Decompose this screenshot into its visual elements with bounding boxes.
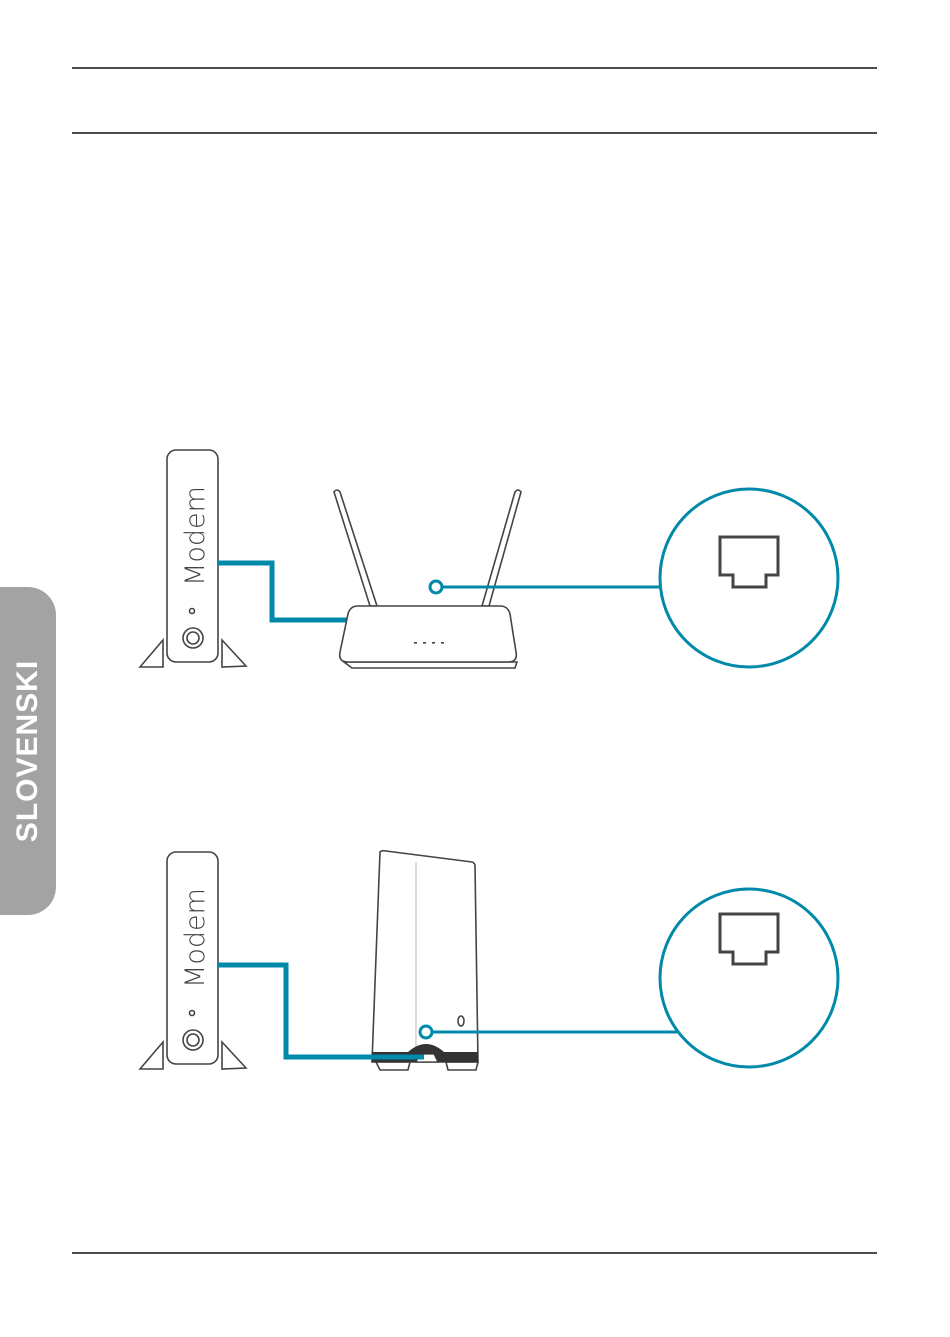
tower-router-icon [371,849,480,1071]
callout-point [428,579,444,595]
ethernet-cable [218,962,424,1060]
modem-icon: Modem [138,449,248,668]
callout-point [418,1024,434,1040]
callout-bubble [658,887,840,1069]
language-tab: SLOVENSKI [0,587,56,915]
modem-label: Modem [180,888,211,988]
ethernet-port-icon [718,535,780,589]
header-rule-top [72,67,877,69]
callout-bubble [658,487,840,669]
modem-label: Modem [180,486,211,586]
modem-icon: Modem [138,851,248,1070]
footer-rule [72,1252,877,1254]
ethernet-port-icon [718,912,780,966]
header-rule-bottom [72,132,877,134]
router-icon [333,489,522,669]
diagram-modem-to-router: Modem [138,449,840,669]
ethernet-cable [218,560,348,623]
diagram-modem-to-tower: Modem [138,849,840,1071]
